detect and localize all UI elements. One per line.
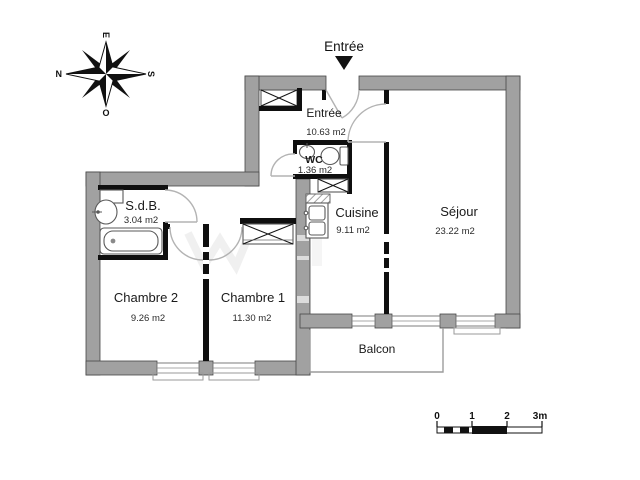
wall-segment [322, 90, 326, 100]
wall-segment [163, 224, 170, 229]
entrance-marker: Entrée [324, 39, 364, 70]
wall-segment [163, 222, 168, 260]
wall-segment [494, 313, 521, 329]
wall-gap [297, 235, 309, 241]
entrance-label: Entrée [324, 39, 364, 54]
room-area-chambre1: 11.30 m2 [233, 313, 272, 324]
wall-segment [98, 255, 168, 260]
windows [152, 315, 501, 381]
room-name-balcon: Balcon [359, 342, 396, 356]
wall-segment [384, 242, 389, 254]
room-name-chambre1: Chambre 1 [221, 290, 285, 305]
room-area-cuisine: 9.11 m2 [336, 225, 370, 236]
wall-segment [85, 171, 101, 376]
wall-gap [203, 247, 209, 252]
wall-segment [293, 140, 297, 154]
wall-segment [85, 171, 260, 187]
chambre2-door [169, 226, 204, 261]
sdb-door [164, 189, 198, 223]
wall-segment [85, 360, 158, 376]
window-sill [453, 327, 501, 335]
wall-segment [299, 313, 353, 329]
balcony-outline [309, 328, 444, 373]
wall-segment [240, 218, 296, 224]
sejour-door [347, 103, 387, 143]
wall-segment [293, 174, 352, 179]
bathtub-icon [99, 227, 163, 255]
wall-segment [293, 140, 352, 145]
fixtures [92, 143, 349, 255]
room-area-sdb: 3.04 m2 [124, 215, 158, 226]
window-sill [152, 372, 204, 381]
compass-e-label: E [101, 32, 111, 38]
scale-tick-3m: 3m [533, 411, 548, 422]
room-name-sdb: S.d.B. [125, 198, 160, 213]
scale-tick-0: 0 [434, 411, 440, 422]
scale-tick-1: 1 [469, 411, 475, 422]
scale-bar: 0 1 2 3m [434, 411, 547, 434]
closet-icon [242, 223, 294, 245]
wall-segment [203, 224, 209, 361]
room-area-wc: 1.36 m2 [298, 165, 332, 176]
room-name-sejour: Séjour [440, 204, 478, 219]
wall-gap [203, 260, 209, 264]
wall-segment [505, 75, 521, 329]
compass-s-label: S [146, 71, 156, 77]
wall-gap [297, 256, 309, 260]
watermark [184, 231, 322, 275]
wall-segment [347, 140, 352, 179]
room-name-wc: WC [305, 154, 323, 166]
room-name-cuisine: Cuisine [335, 205, 378, 220]
closet-icon [259, 88, 302, 111]
compass-n-label: N [56, 69, 63, 79]
closet-icon [317, 178, 349, 193]
wall-segment [347, 176, 352, 194]
entrance-door [325, 89, 360, 119]
room-area-entree: 10.63 m2 [306, 127, 346, 138]
wc-door [270, 153, 296, 177]
kitchen-sink-icon [303, 193, 331, 239]
room-area-sejour: 23.22 m2 [435, 226, 475, 237]
room-area-chambre2: 9.26 m2 [131, 313, 165, 324]
compass-rose-icon: N E S O [56, 32, 157, 118]
entrance-arrow-icon [335, 56, 353, 70]
closets [242, 88, 349, 245]
wall-segment [384, 142, 389, 234]
wall-gap [203, 274, 209, 279]
wall-segment [358, 75, 521, 91]
wall-segment [374, 313, 393, 329]
scale-tick-2: 2 [504, 411, 510, 422]
exterior-walls [85, 75, 521, 376]
room-labels: Entrée 10.63 m2 WC 1.36 m2 S.d.B. 3.04 m… [114, 106, 479, 356]
doors [164, 89, 387, 261]
room-name-entree: Entrée [306, 106, 342, 120]
interior-walls [98, 90, 389, 361]
wall-segment [384, 272, 389, 314]
bathroom-sink-icon [92, 199, 118, 225]
window-sill [208, 372, 260, 381]
wc-sink-icon [298, 143, 316, 160]
wall-segment [439, 313, 457, 329]
room-name-chambre2: Chambre 2 [114, 290, 178, 305]
wall-segment [244, 75, 260, 187]
toilet-icon [320, 146, 349, 166]
wall-segment [384, 90, 389, 104]
wall-segment [98, 185, 168, 190]
wall-gap [297, 296, 309, 303]
wall-segment [384, 258, 389, 268]
compass-o-label: O [102, 108, 109, 118]
chambre1-door [208, 226, 243, 261]
